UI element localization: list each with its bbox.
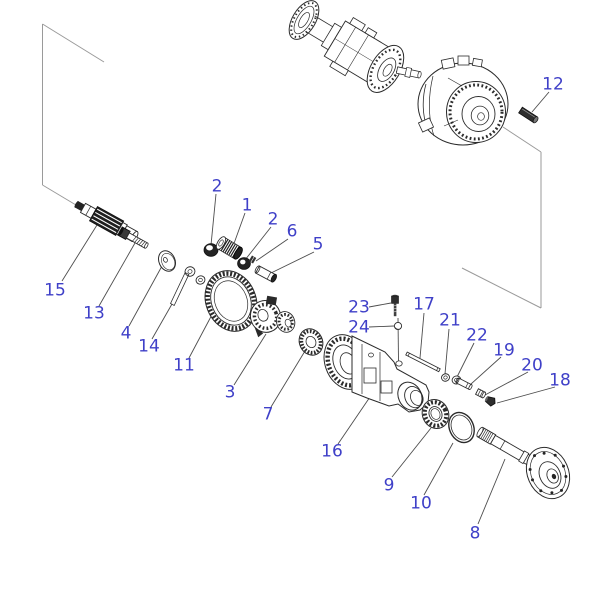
part-11-ring-gear: [204, 270, 258, 332]
callout-2-b: 2: [267, 209, 279, 230]
part-13-bolt: [117, 226, 149, 249]
part-2a-cap: [203, 243, 219, 257]
callout-3: 3: [224, 382, 236, 403]
callout-11: 11: [173, 355, 195, 376]
part-4-washer: [158, 250, 176, 272]
callout-24: 24: [348, 317, 370, 338]
frame-parallelogram: [42, 23, 542, 309]
callout-22: 22: [466, 325, 488, 346]
part-18-plug: [484, 396, 496, 407]
callout-16: 16: [321, 441, 343, 462]
callout-15: 15: [44, 280, 66, 301]
callout-2-a: 2: [211, 176, 223, 197]
callout-18: 18: [549, 370, 571, 391]
part-14-washers: [169, 266, 206, 307]
part-21-ring: [441, 373, 450, 382]
part-9-bearing: [421, 399, 450, 429]
callout-12: 12: [542, 74, 564, 95]
part-17-rod: [405, 351, 441, 373]
leader-lines: [61, 91, 556, 525]
part-2b-ring: [237, 257, 251, 270]
callout-17: 17: [413, 294, 435, 315]
callout-4: 4: [120, 323, 132, 344]
callout-10: 10: [410, 493, 432, 514]
callout-23: 23: [348, 297, 370, 318]
callout-9: 9: [383, 475, 395, 496]
callout-8: 8: [469, 523, 481, 544]
part-19-pin: [455, 377, 473, 391]
callout-14: 14: [138, 336, 160, 357]
part-8-axle-shaft: [476, 426, 571, 500]
callout-19: 19: [493, 340, 515, 361]
part-10-seal-ring: [448, 411, 475, 444]
callout-20: 20: [521, 355, 543, 376]
callout-5: 5: [312, 234, 324, 255]
output-shaft: [395, 66, 422, 79]
part-1-splined-bushing: [215, 236, 243, 260]
assembled-axle-housing-drawing: [417, 55, 509, 146]
part-7-bearing: [298, 328, 324, 356]
callout-21: 21: [439, 310, 461, 331]
part-6-clip: [248, 255, 257, 264]
part-16-axle-housing: [323, 334, 430, 413]
part-3-carrier: [249, 295, 296, 338]
callout-6: 6: [286, 221, 298, 242]
callout-7: 7: [262, 404, 274, 425]
callout-13: 13: [83, 303, 105, 324]
part-12-pin: [518, 106, 539, 124]
part-5-pin: [254, 265, 277, 283]
assembled-transaxle-drawing: [288, 0, 422, 93]
callout-1: 1: [241, 195, 253, 216]
part-23-screw: [391, 294, 399, 317]
part-24-ball: [393, 321, 403, 331]
part-20-nut: [474, 388, 486, 399]
